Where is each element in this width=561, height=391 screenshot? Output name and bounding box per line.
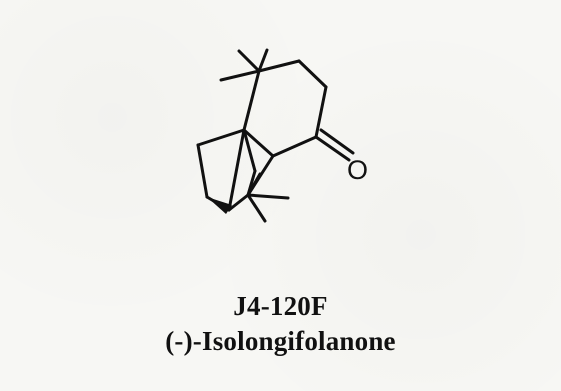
bond-cage-4	[227, 193, 250, 212]
bond-methyl-bottom-c	[246, 172, 262, 197]
bond-ring-4	[271, 135, 318, 158]
bond-methyl-bottom-a	[246, 193, 290, 200]
compound-code: J4-120F	[233, 291, 328, 321]
bond-cage-1	[196, 128, 246, 147]
bond-ring-6	[242, 69, 261, 132]
bond-cage-2	[196, 143, 209, 199]
oxygen-atom-label: O	[347, 155, 368, 185]
bond-methyl-top-c	[219, 69, 261, 82]
bond-wedge	[207, 197, 232, 214]
compound-name: (-)-Isolongifolanone	[165, 326, 396, 356]
bond-ring-2	[297, 59, 328, 89]
bond-methyl-top-b	[257, 48, 269, 73]
bond-carbonyl-b	[319, 128, 355, 155]
bond-methyl-top-a	[237, 49, 261, 73]
bond-ring-5	[242, 128, 275, 158]
bond-ring-1	[257, 59, 301, 73]
bond-ring-3	[314, 85, 328, 139]
bond-carbonyl-a	[314, 135, 351, 162]
bond-cage-8	[227, 128, 246, 212]
bond-methyl-bottom-b	[246, 193, 267, 223]
bond-cage-6	[242, 128, 257, 173]
